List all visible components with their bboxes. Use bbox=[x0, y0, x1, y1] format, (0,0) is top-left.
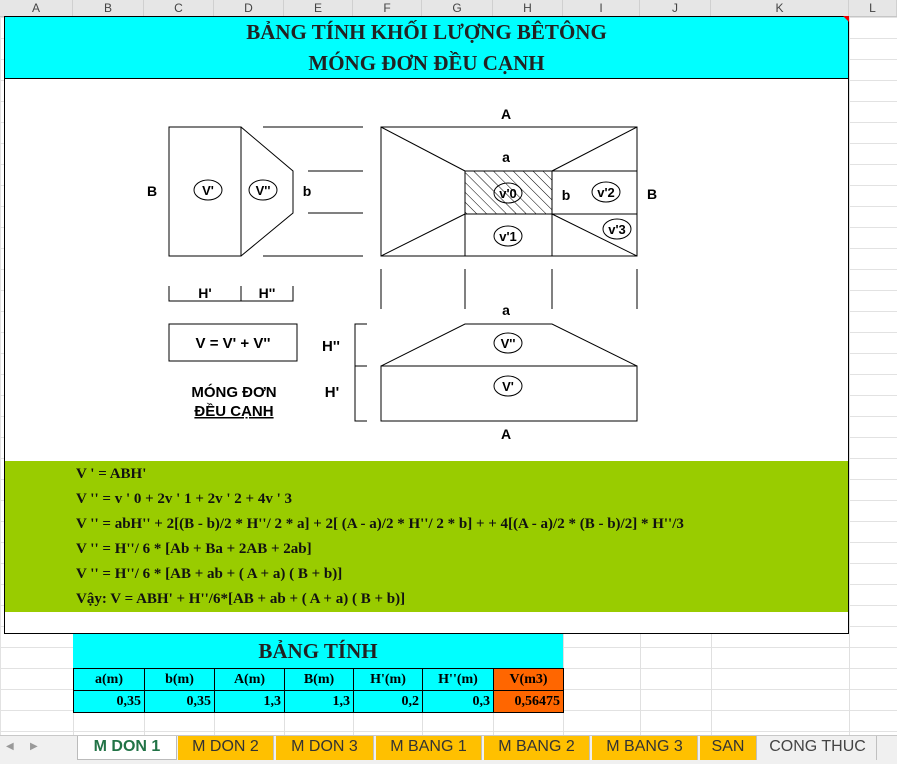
sheet-tab-m-don-3[interactable]: M DON 3 bbox=[276, 736, 374, 760]
side-view-taper bbox=[240, 126, 294, 257]
title-line-2: MÓNG ĐƠN ĐỀU CẠNH bbox=[308, 51, 545, 75]
sheet-tab-m-don-2[interactable]: M DON 2 bbox=[178, 736, 274, 760]
scroll-tabs-left-icon[interactable]: ◀ bbox=[6, 741, 14, 752]
label-Hp-side: H' bbox=[325, 384, 339, 401]
title-line-1: BẢNG TÍNH KHỐI LƯỢNG BÊTÔNG bbox=[246, 20, 607, 44]
header-B[interactable]: B(m) bbox=[284, 668, 354, 691]
label-A-top: A bbox=[501, 106, 511, 122]
side-view-base-rect bbox=[168, 126, 242, 257]
value-b[interactable]: 0,35 bbox=[144, 690, 215, 713]
label-section-v-double-prime: V'' bbox=[501, 336, 516, 351]
section-base-rect bbox=[380, 365, 638, 422]
formula-box-border bbox=[168, 323, 298, 362]
sheet-tab-cong-thuc[interactable]: CONG THUC bbox=[759, 736, 877, 760]
column-header-k[interactable]: K bbox=[711, 0, 849, 16]
sheet-tab-m-don-1[interactable]: M DON 1 bbox=[77, 736, 177, 760]
formula-line[interactable]: V '' = v ' 0 + 2v ' 1 + 2v ' 2 + 4v ' 3 bbox=[76, 491, 293, 507]
comment-indicator[interactable] bbox=[843, 16, 849, 22]
value-Hpp[interactable]: 0,3 bbox=[422, 690, 494, 713]
column-header-bar: A B C D E F G H I J K L bbox=[0, 0, 897, 17]
header-Hp[interactable]: H'(m) bbox=[353, 668, 423, 691]
footing-drawing: A a B B b b H' H'' V = V' + V'' H'' H' M… bbox=[147, 106, 657, 442]
formula-line[interactable]: V '' = H''/ 6 * [AB + ab + ( A + a) ( B … bbox=[76, 566, 343, 582]
caption-line-1: MÓNG ĐƠN bbox=[191, 383, 276, 401]
column-header-h[interactable]: H bbox=[493, 0, 563, 16]
sheet-tab-m-bang-2[interactable]: M BANG 2 bbox=[484, 736, 590, 760]
value-A[interactable]: 1,3 bbox=[214, 690, 285, 713]
column-header-i[interactable]: I bbox=[563, 0, 640, 16]
label-v-prime: V' bbox=[202, 183, 214, 198]
formula-line[interactable]: V '' = H''/ 6 * [Ab + Ba + 2AB + 2ab] bbox=[76, 541, 312, 557]
label-a-section: a bbox=[502, 302, 510, 318]
sheet-tab-m-bang-3[interactable]: M BANG 3 bbox=[592, 736, 698, 760]
label-Hpp-side: H'' bbox=[322, 338, 340, 355]
label-Hpp: H'' bbox=[259, 285, 276, 301]
value-Hp[interactable]: 0,2 bbox=[353, 690, 423, 713]
grid-line bbox=[849, 17, 850, 735]
formula-box-text: V = V' + V'' bbox=[196, 335, 271, 352]
header-Hpp[interactable]: H''(m) bbox=[422, 668, 494, 691]
column-header-a[interactable]: A bbox=[0, 0, 73, 16]
label-A-bottom: A bbox=[501, 426, 511, 442]
column-header-e[interactable]: E bbox=[284, 0, 353, 16]
header-V[interactable]: V(m3) bbox=[493, 668, 564, 691]
formula-block: V ' = ABH' V '' = v ' 0 + 2v ' 1 + 2v ' … bbox=[4, 461, 849, 612]
sheet-tab-bar: ◀ ▶ M DON 1 M DON 2 M DON 3 M BANG 1 M B… bbox=[0, 735, 897, 764]
scroll-tabs-right-icon[interactable]: ▶ bbox=[30, 741, 38, 752]
formula-line[interactable]: V '' = abH'' + 2[(B - b)/2 * H''/ 2 * a]… bbox=[76, 516, 684, 532]
label-b-mid: b bbox=[562, 187, 571, 203]
caption-line-2: ĐỀU CẠNH bbox=[194, 403, 273, 420]
label-v3: v'3 bbox=[608, 222, 626, 237]
column-header-c[interactable]: C bbox=[144, 0, 214, 16]
label-v2: v'2 bbox=[597, 185, 615, 200]
sheet-title[interactable]: BẢNG TÍNH KHỐI LƯỢNG BÊTÔNG MÓNG ĐƠN ĐỀU… bbox=[4, 16, 849, 79]
column-header-b[interactable]: B bbox=[73, 0, 144, 16]
plan-view-rect bbox=[380, 126, 638, 257]
label-v1: v'1 bbox=[499, 229, 517, 244]
label-v0: v'0 bbox=[499, 186, 517, 201]
label-a-top: a bbox=[502, 149, 510, 165]
header-b[interactable]: b(m) bbox=[144, 668, 215, 691]
column-header-d[interactable]: D bbox=[214, 0, 284, 16]
plan-center-hatched bbox=[464, 170, 553, 215]
column-header-g[interactable]: G bbox=[422, 0, 493, 16]
formula-line[interactable]: Vậy: V = ABH' + H''/6*[AB + ab + ( A + a… bbox=[76, 591, 406, 607]
label-Hp: H' bbox=[198, 285, 211, 301]
header-a[interactable]: a(m) bbox=[73, 668, 145, 691]
column-header-l[interactable]: L bbox=[849, 0, 897, 16]
header-A[interactable]: A(m) bbox=[214, 668, 285, 691]
label-b-left: b bbox=[303, 183, 312, 199]
sheet-tab-m-bang-1[interactable]: M BANG 1 bbox=[376, 736, 482, 760]
label-section-v-prime: V' bbox=[502, 379, 514, 394]
label-B-right: B bbox=[647, 186, 657, 202]
calc-table-title[interactable]: BẢNG TÍNH bbox=[73, 634, 563, 668]
value-V-result[interactable]: 0,56475 bbox=[493, 690, 564, 713]
formula-line[interactable]: V ' = ABH' bbox=[76, 466, 147, 482]
column-header-f[interactable]: F bbox=[353, 0, 422, 16]
value-B[interactable]: 1,3 bbox=[284, 690, 354, 713]
column-header-j[interactable]: J bbox=[640, 0, 711, 16]
selected-cell-row[interactable] bbox=[4, 612, 849, 634]
value-a[interactable]: 0,35 bbox=[73, 690, 145, 713]
label-v-double-prime: V'' bbox=[256, 183, 271, 198]
label-B-left: B bbox=[147, 183, 157, 199]
footing-diagram: A a B B b b H' H'' V = V' + V'' H'' H' M… bbox=[4, 79, 849, 461]
sheet-tab-san[interactable]: SAN bbox=[700, 736, 757, 760]
calc-table: a(m) b(m) A(m) B(m) H'(m) H''(m) V(m3) 0… bbox=[73, 668, 564, 713]
